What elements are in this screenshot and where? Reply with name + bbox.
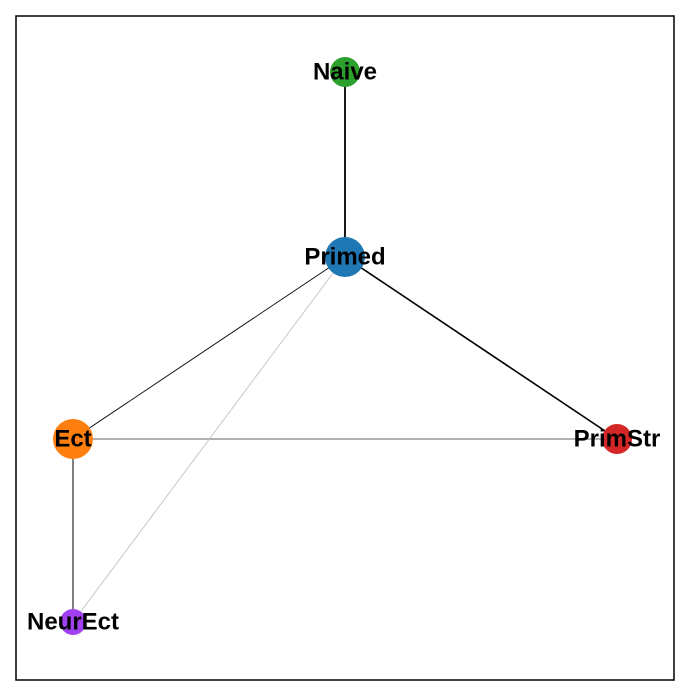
node-naive[interactable] [330,57,360,87]
node-primstr[interactable] [602,424,632,454]
node-label-neurect: NeurEct [27,609,119,636]
edge-primed-ect [72,256,346,440]
node-label-primed: Primed [304,244,385,271]
nodes-layer [53,57,632,635]
edge-primed-primstr [344,256,618,440]
labels-layer: Naive Primed Ect PrimStr NeurEct [27,59,660,636]
node-neurect[interactable] [60,609,86,635]
node-label-primstr: PrimStr [574,426,661,453]
edge-primed-neurect [72,256,346,623]
node-ect[interactable] [53,419,93,459]
node-primed[interactable] [325,237,365,277]
node-label-ect: Ect [54,426,91,453]
edges-layer [72,72,618,623]
node-label-naive: Naive [313,59,377,86]
